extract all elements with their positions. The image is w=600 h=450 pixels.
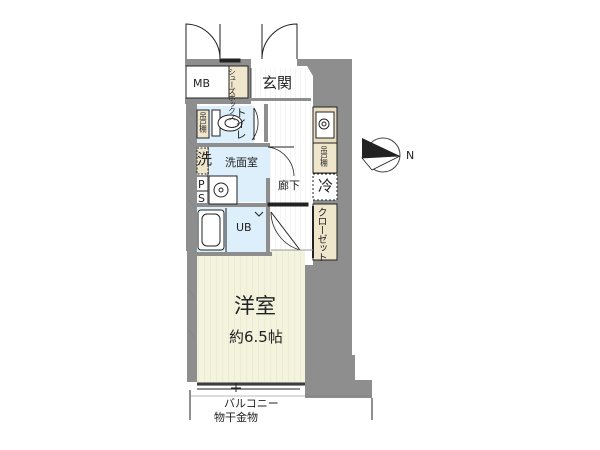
wall-hatching — [188, 109, 196, 339]
wall-left-lower — [187, 245, 197, 382]
washroom-fixtures — [196, 146, 295, 205]
wall-mb-bottom — [185, 98, 251, 104]
kitchen-shelf-label: 吊戸棚 — [319, 146, 329, 166]
toilet-label: トイレ — [234, 107, 247, 140]
wall-bottom-right — [305, 355, 372, 398]
entrance-floor — [250, 68, 306, 98]
wall-entrance-left — [248, 66, 251, 104]
washroom-label: 洗面室 — [225, 156, 258, 169]
wall-right-outer — [345, 59, 352, 360]
western-room-floor — [197, 245, 305, 382]
shoe-box-label: シューズボックス — [227, 68, 237, 120]
mb-label: MB — [193, 77, 211, 90]
toilet-shelf-label: 吊戸棚 — [198, 112, 208, 132]
wall-hall-divider — [264, 104, 268, 142]
room-door — [267, 202, 313, 251]
top-doors — [185, 23, 298, 63]
mb-door-arc — [185, 23, 221, 60]
entrance-door-arc — [261, 23, 298, 60]
western-room-label: 洋室 — [234, 294, 276, 318]
ps-label-p: P — [198, 178, 205, 191]
bath-fixtures — [197, 208, 264, 252]
wall-bath-bottom — [197, 252, 272, 256]
wall-left — [186, 104, 197, 251]
laundry-hanger-label: 物干金物 — [214, 411, 258, 424]
fridge-label: 冷 — [318, 177, 334, 195]
hallway-label: 廊下 — [278, 179, 300, 192]
ps-label-s: S — [198, 192, 205, 205]
balcony-label: バルコニー — [224, 397, 279, 410]
unit-bath-label: UB — [236, 221, 252, 234]
balcony — [189, 383, 373, 420]
toilet-fixture — [196, 107, 259, 141]
wall-washroom-right — [266, 178, 270, 256]
kitchen — [312, 106, 338, 201]
washer-label: 洗 — [197, 150, 213, 168]
wall-entrance-bottom — [251, 98, 311, 101]
compass-north-label: N — [406, 149, 415, 162]
western-room-size: 約6.5帖 — [229, 328, 283, 346]
wall-right-angle-top — [303, 59, 352, 105]
closet-label: クローゼット — [315, 207, 326, 261]
closet — [312, 203, 338, 261]
entrance-label: 玄関 — [262, 74, 293, 92]
hallway-floor — [268, 100, 314, 250]
compass-icon — [361, 137, 401, 173]
shoe-box — [228, 65, 249, 99]
wall-toilet-bottom — [197, 143, 270, 147]
floors — [190, 68, 370, 415]
wall-bath-top — [197, 203, 270, 207]
wall-top-left — [185, 59, 251, 66]
